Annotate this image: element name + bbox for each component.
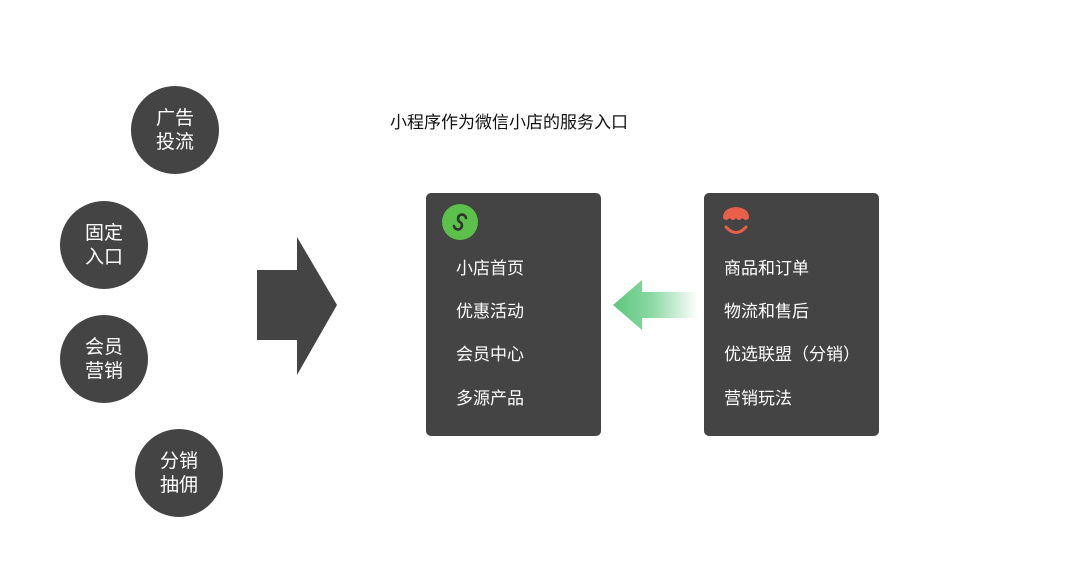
channel-distribution: 分销抽佣 bbox=[135, 429, 223, 517]
list-item: 会员中心 bbox=[456, 345, 524, 365]
list-item: 多源产品 bbox=[456, 389, 524, 409]
channel-ads: 广告投流 bbox=[131, 86, 219, 174]
shop-box: 商品和订单 物流和售后 优选联盟（分销） 营销玩法 bbox=[704, 193, 879, 436]
list-item: 优选联盟（分销） bbox=[724, 345, 860, 365]
list-item: 营销玩法 bbox=[724, 389, 792, 409]
shop-awning-icon bbox=[723, 207, 749, 234]
green-left-arrow bbox=[613, 280, 698, 330]
mini-program-box: 小店首页 优惠活动 会员中心 多源产品 bbox=[426, 193, 601, 436]
list-item: 优惠活动 bbox=[456, 302, 524, 322]
diagram-title: 小程序作为微信小店的服务入口 bbox=[390, 113, 628, 133]
list-item: 商品和订单 bbox=[724, 259, 809, 279]
big-right-arrow bbox=[257, 237, 337, 375]
channel-fixed-entry: 固定入口 bbox=[60, 201, 148, 289]
mini-program-icon bbox=[442, 204, 478, 240]
list-item: 小店首页 bbox=[456, 259, 524, 279]
list-item: 物流和售后 bbox=[724, 302, 809, 322]
channel-membership: 会员营销 bbox=[60, 315, 148, 403]
